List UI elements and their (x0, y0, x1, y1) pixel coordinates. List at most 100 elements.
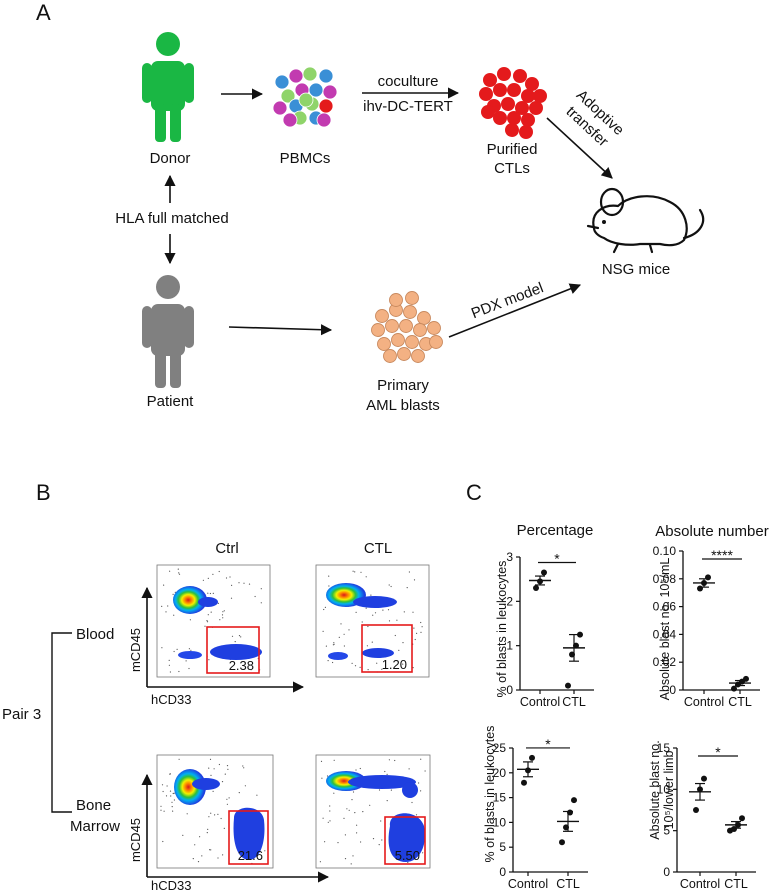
ctl-cell (479, 87, 493, 101)
event-dot (411, 801, 413, 804)
event-dot (365, 607, 367, 609)
event-dot (264, 850, 266, 852)
event-dot (415, 814, 418, 816)
event-dot (177, 568, 179, 570)
event-dot (217, 813, 219, 816)
flow-plot-bm-ctrl: 21.6 (156, 754, 274, 869)
event-dot (381, 839, 383, 841)
event-dot (230, 597, 233, 599)
panel-c: C Percentage Absolute number % of blasts… (466, 480, 769, 891)
event-dot (210, 812, 212, 814)
blast-cell (399, 319, 413, 333)
event-dot (168, 659, 170, 662)
event-dot (162, 840, 164, 843)
flow-plot-blood-ctrl: 2.38 (156, 564, 271, 678)
event-dot (321, 777, 323, 779)
event-dot (219, 619, 221, 621)
event-dot (212, 573, 214, 576)
event-dot (207, 577, 209, 580)
event-dot (210, 774, 212, 777)
event-dot (243, 582, 245, 584)
blast-cell (411, 349, 425, 363)
pdx-model-label: PDX model (469, 279, 546, 322)
pair-bracket (51, 632, 72, 813)
event-dot (178, 573, 181, 575)
event-dot (170, 795, 172, 797)
event-dot (386, 773, 388, 776)
bm-ylabel: mCD45 (128, 818, 143, 862)
event-dot (243, 767, 245, 769)
event-dot (208, 659, 210, 661)
event-dot (343, 645, 345, 647)
event-dot (390, 789, 392, 791)
ctl-cell (493, 111, 507, 125)
event-dot (169, 570, 171, 572)
event-dot (406, 587, 408, 589)
event-dot (324, 841, 326, 843)
event-dot (424, 770, 426, 772)
y-tick-label: 0 (669, 683, 676, 697)
event-dot (398, 649, 400, 652)
data-point (533, 585, 539, 592)
panel-a-letter: A (36, 0, 51, 25)
event-dot (329, 810, 331, 812)
event-dot (161, 605, 163, 608)
event-dot (378, 844, 380, 846)
blood-xlabel: hCD33 (151, 692, 191, 707)
event-dot (388, 584, 390, 586)
event-dot (182, 834, 184, 837)
blood-ylabel: mCD45 (128, 628, 143, 672)
event-dot (206, 832, 208, 834)
pbmc-cell (298, 92, 314, 108)
title-absolute-number: Absolute number (655, 523, 768, 540)
event-dot (416, 632, 418, 635)
panel-c-letter: C (466, 480, 482, 505)
event-dot (354, 665, 357, 667)
event-dot (359, 666, 361, 669)
y-tick-label: 10 (657, 782, 671, 796)
pbmcs-label: PBMCs (280, 150, 331, 167)
event-dot (372, 614, 374, 616)
event-dot (222, 854, 224, 856)
data-point (697, 585, 703, 592)
donor-label: Donor (150, 150, 191, 167)
event-dot (173, 650, 175, 653)
event-dot (354, 812, 356, 814)
event-dot (169, 773, 171, 775)
event-dot (421, 626, 423, 628)
event-dot (206, 620, 208, 622)
event-dot (322, 817, 324, 819)
event-dot (333, 642, 335, 644)
event-dot (238, 792, 240, 794)
event-dot (414, 638, 416, 641)
y-tick-label: 15 (657, 741, 671, 755)
event-dot (188, 648, 190, 650)
pbmc-cell (274, 74, 290, 90)
x-tick-label: CTL (556, 877, 580, 891)
panel-b-letter: B (36, 480, 51, 505)
event-dot (382, 609, 384, 611)
event-dot (186, 813, 188, 815)
event-dot (217, 857, 219, 859)
event-dot (420, 790, 422, 792)
event-dot (369, 804, 371, 806)
event-dot (413, 627, 415, 629)
ctl-cell (497, 67, 511, 81)
event-dot (370, 594, 372, 596)
event-dot (362, 811, 364, 813)
gate-blood-ctl (361, 624, 413, 673)
event-dot (333, 792, 335, 794)
event-dot (322, 630, 324, 633)
event-dot (343, 817, 345, 820)
pbmc-cell (288, 68, 304, 84)
event-dot (207, 828, 209, 831)
event-dot (250, 669, 252, 671)
col-ctl-label: CTL (364, 540, 392, 557)
event-dot (371, 641, 373, 643)
arrow-patient-blasts (228, 324, 333, 336)
mouse-eye (602, 220, 606, 224)
event-dot (387, 609, 390, 611)
